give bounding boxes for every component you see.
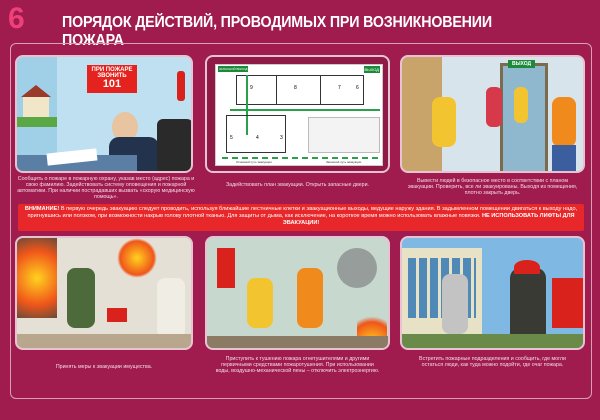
plan-reserve-exit: ЗАПАСНОЙ ВЫХОД (218, 66, 249, 72)
plan-room-label: 4 (256, 135, 259, 141)
caption-evacuate-property: Принять меры к эвакуации имущества. (55, 364, 153, 370)
panel-meet-firefighters (400, 236, 585, 350)
panel-extinguish-fire (205, 236, 390, 350)
panel-report-fire: ПРИ ПОЖАРЕ ЗВОНИТЬ 101 (15, 55, 193, 173)
plan-room-label: 5 (230, 135, 233, 141)
caption-evacuation-plan: Задействовать план эвакуации. Открыть за… (225, 182, 370, 188)
fire-extinguisher-icon (177, 71, 185, 101)
panel-evacuate-people: ВЫХОД (400, 55, 585, 173)
caption-meet-firefighters: Встретить пожарные подразделения и сообщ… (419, 356, 566, 368)
exit-sign: ВЫХОД (508, 60, 536, 68)
caption-extinguish-fire: Приступить к тушению пожара огнетушителя… (215, 356, 380, 374)
poster-number: 6 (8, 2, 25, 35)
caption-report-fire: Сообщить о пожаре в пожарную охрану, ука… (17, 176, 195, 200)
panel-evacuation-plan: ЗАПАСНОЙ ВЫХОД ВЫХОД Основной путь эваку… (205, 55, 390, 173)
plan-legend-reserve: Запасной путь эвакуации (326, 160, 362, 164)
fire-call-sign: ПРИ ПОЖАРЕ ЗВОНИТЬ 101 (87, 65, 137, 93)
poster-title: ПОРЯДОК ДЕЙСТВИЙ, ПРОВОДИМЫХ ПРИ ВОЗНИКН… (62, 14, 492, 49)
plan-legend-main: Основной путь эвакуации (236, 160, 272, 164)
warning-lead: ВНИМАНИЕ! (24, 206, 60, 212)
evacuation-plan: ЗАПАСНОЙ ВЫХОД ВЫХОД Основной путь эваку… (215, 64, 383, 166)
fire-call-sign-line1: ПРИ ПОЖАРЕ (91, 67, 133, 73)
plan-room-label: 3 (280, 135, 283, 141)
plan-room-label: 8 (294, 85, 297, 91)
plan-room-label: 6 (356, 85, 359, 91)
caption-evacuate-people: Вывести людей в безопасное место в соотв… (407, 178, 578, 196)
warning-text: В первую очередь эвакуацию следует прово… (27, 206, 578, 219)
poster-frame (10, 43, 592, 399)
plan-room-label: 7 (338, 85, 341, 91)
fire-call-sign-line2: ЗВОНИТЬ (97, 73, 127, 79)
plan-room-label: 9 (250, 85, 253, 91)
warning-banner: ВНИМАНИЕ! В первую очередь эвакуацию сле… (18, 204, 584, 231)
panel-evacuate-property (15, 236, 193, 350)
fire-call-number: 101 (102, 78, 122, 90)
warning-tail: НЕ ИСПОЛЬЗОВАТЬ ЛИФТЫ ДЛЯ ЭВАКУАЦИИ! (282, 213, 575, 226)
plan-exit: ВЫХОД (363, 66, 380, 73)
